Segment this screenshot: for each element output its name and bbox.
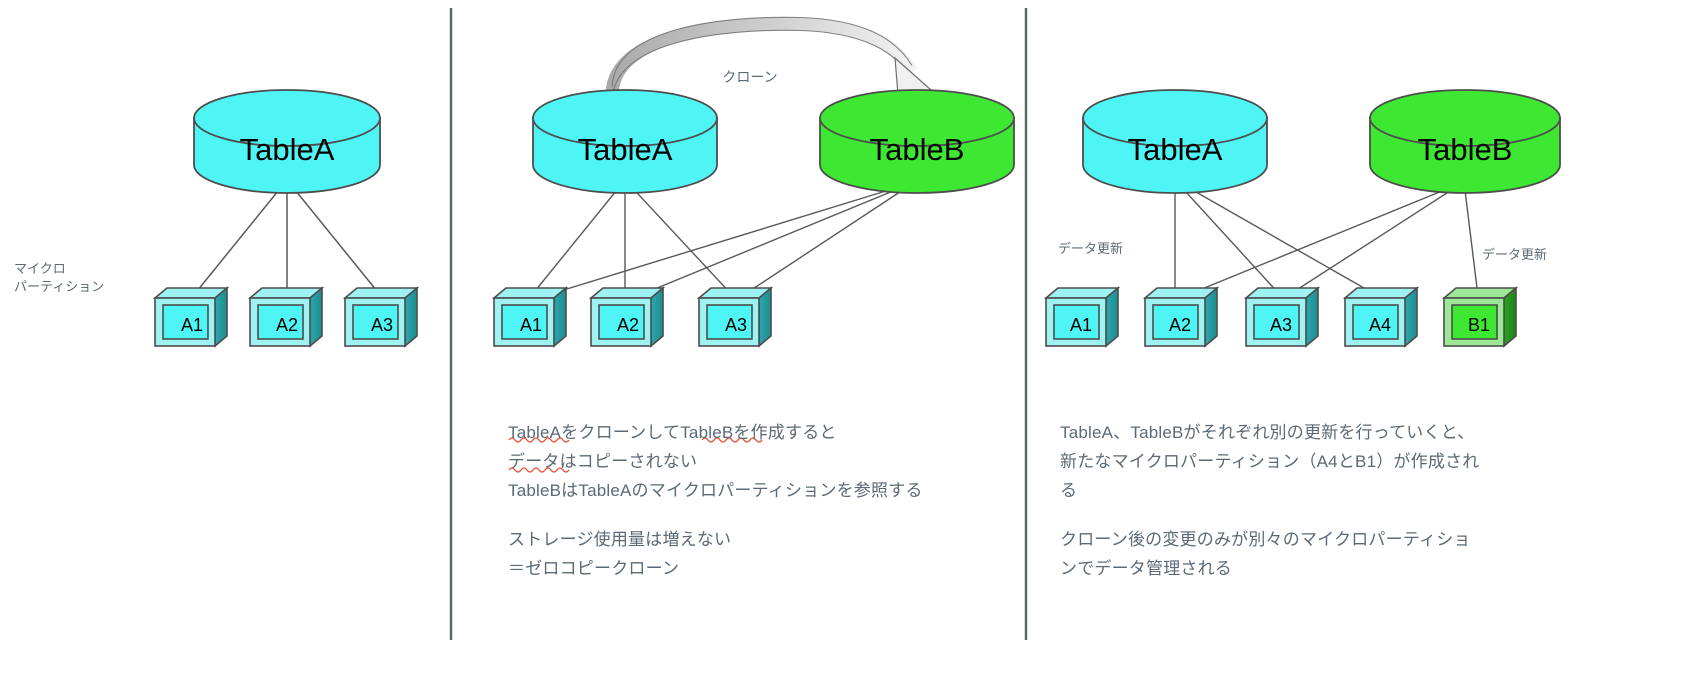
cylinder-label-p2-0: TableA: [578, 132, 673, 167]
panel-3-connectors: [1174, 179, 1479, 301]
partition-label-p1-1: A2: [276, 315, 298, 335]
cylinder-label-p3-0: TableA: [1128, 132, 1223, 167]
partition-a2-p3: A2: [1142, 286, 1220, 348]
panel-2-connectors: [530, 179, 916, 301]
partition-label-p3-4: B1: [1468, 315, 1490, 335]
partition-a1-p3: A1: [1043, 286, 1121, 348]
partition-a2-p1: A2: [247, 286, 325, 348]
partition-label-p3-2: A3: [1270, 315, 1292, 335]
partition-a3-p1: A3: [342, 286, 420, 348]
partition-label-p2-2: A3: [725, 315, 747, 335]
panel-2-caption-line-5: ＝ゼロコピークローン: [508, 559, 680, 578]
partition-label-p3-1: A2: [1169, 315, 1191, 335]
panel-3-caption-paragraph-2: クローン後の変更のみが別々のマイクロパーティショ ンでデータ管理される: [1060, 530, 1471, 578]
panel-1-connectors: [192, 179, 382, 297]
cylinder-tableb-p2: TableB: [819, 89, 1015, 194]
panel-2-caption-line-4: ストレージ使用量は増えない: [508, 530, 732, 549]
panel-2-caption-line-3: TableBはTableAのマイクロパーティションを参照する: [508, 481, 923, 500]
clone-arrow: クローン: [605, 16, 933, 100]
panel-2-caption-line-2: データはコピーされない: [508, 452, 698, 471]
partition-label-p1-0: A1: [181, 315, 203, 335]
cylinder-label-p2-1: TableB: [870, 132, 965, 167]
data-update-label-right: データ更新: [1482, 247, 1548, 262]
partition-label-p2-0: A1: [520, 315, 542, 335]
cylinder-tableb-p3: TableB: [1369, 89, 1561, 194]
partition-a3-p3: A3: [1243, 286, 1321, 348]
spellcheck-underlines: [508, 437, 763, 473]
partition-label-p2-1: A2: [617, 315, 639, 335]
partition-b1-p3: B1: [1441, 286, 1519, 348]
partition-a4-p3: A4: [1342, 286, 1420, 348]
partition-a3-p2: A3: [696, 286, 774, 348]
cylinder-tablea-p1: TableA: [193, 89, 381, 194]
cylinder-tablea-p3: TableA: [1082, 89, 1268, 194]
cylinder-label-p3-1: TableB: [1418, 132, 1513, 167]
partition-a1-p1: A1: [152, 286, 230, 348]
partition-label-p3-3: A4: [1369, 315, 1391, 335]
clone-arrow-label: クローン: [722, 69, 777, 85]
panel-2-caption-line-1: TableAをクローンしてTableBを作成すると: [508, 423, 837, 442]
partition-a1-p2: A1: [491, 286, 569, 348]
partition-label-p1-2: A3: [371, 315, 393, 335]
cylinder-tablea-p2: TableA: [532, 89, 718, 194]
partition-label-p3-0: A1: [1070, 315, 1092, 335]
panel-3-caption-paragraph-1: TableA、TableBがそれぞれ別の更新を行っていくと、 新たなマイクロパー…: [1060, 423, 1480, 500]
cylinder-label-p1-0: TableA: [240, 132, 335, 167]
partition-a2-p2: A2: [588, 286, 666, 348]
micro-partition-side-label: マイクロ パーティション: [14, 261, 105, 294]
data-update-label-left: データ更新: [1058, 241, 1124, 256]
